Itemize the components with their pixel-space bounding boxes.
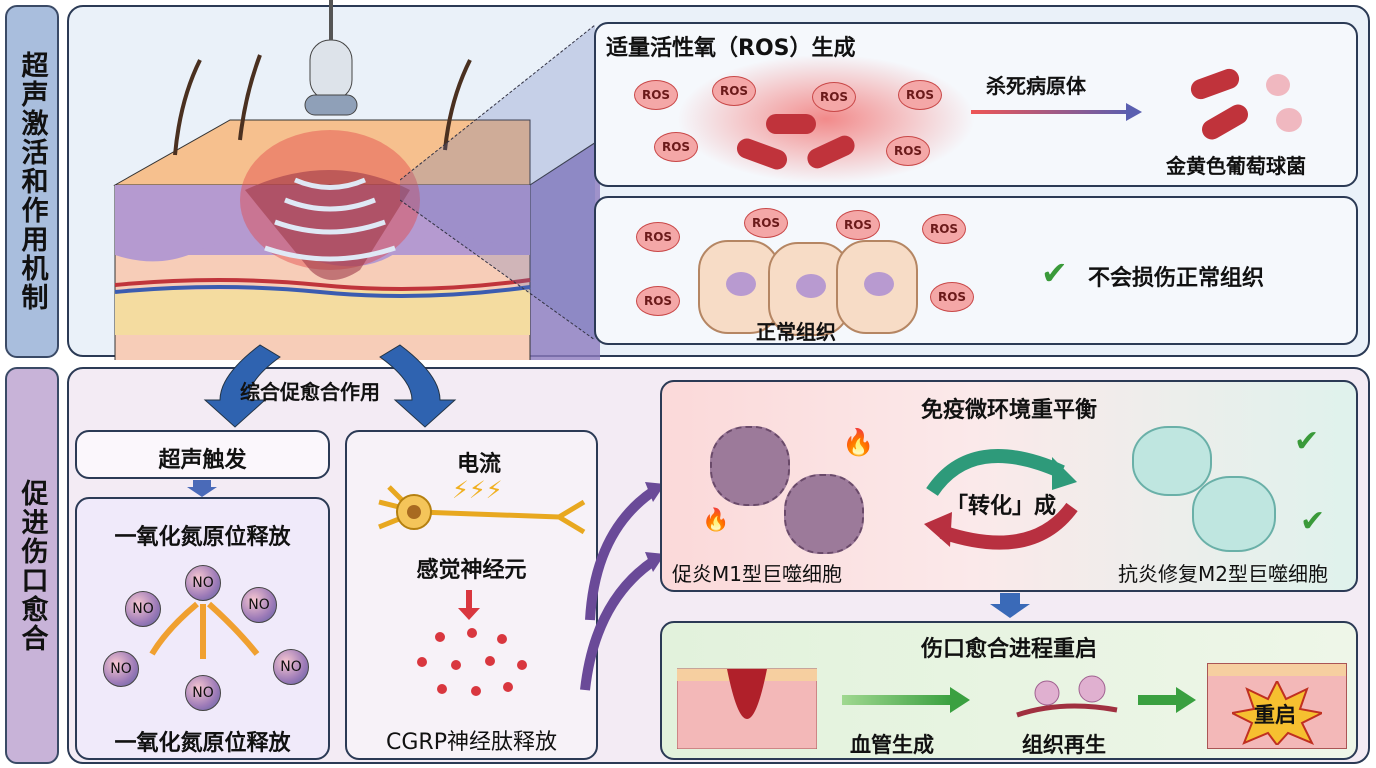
ros-bubble: ROS (812, 82, 856, 112)
regeneration-label: 组织再生 (1022, 733, 1106, 757)
side-label-mechanism: 超声激活和作用机制 (5, 5, 59, 358)
ros-bubble: ROS (886, 136, 930, 166)
ultrasound-trigger-box: 超声触发 (75, 430, 330, 479)
side-label-text: 促进伤口愈合 (16, 478, 48, 653)
ros-bubble: ROS (636, 286, 680, 316)
combined-effect-label: 综合促愈合作用 (240, 380, 380, 404)
bacterium-icon (1198, 100, 1252, 144)
m1-macrophage-icon (710, 426, 790, 506)
down-arrow-icon (466, 590, 472, 610)
m2-macrophage-icon (1192, 476, 1276, 552)
convert-label: 「转化」成 (946, 494, 1057, 519)
side-label-text: 超声激活和作用机制 (16, 51, 48, 312)
no-molecule: NO (185, 675, 221, 711)
check-icon: ✔ (1300, 504, 1326, 539)
flame-icon: 🔥 (702, 508, 730, 533)
angiogenesis-label: 血管生成 (850, 733, 934, 757)
neuron-label: 感觉神经元 (416, 558, 527, 583)
cgrp-dot (471, 686, 481, 696)
lightning-icon: ⚡⚡⚡ (452, 476, 503, 504)
lysed-bacterium-icon (1266, 74, 1290, 96)
ros-bubble: ROS (636, 222, 680, 252)
arrow-head-icon (1176, 687, 1196, 713)
down-arrow-icon (193, 480, 211, 488)
skin-ultrasound-illustration (113, 0, 600, 360)
combined-arrows (203, 344, 457, 428)
down-arrow-icon (1000, 593, 1020, 605)
nitric-oxide-title: 一氧化氮原位释放 (114, 525, 291, 550)
check-icon: ✔ (1041, 254, 1068, 292)
ros-bubble: ROS (712, 76, 756, 106)
cgrp-caption: CGRP神经肽释放 (386, 730, 557, 755)
no-molecule: NO (273, 649, 309, 685)
immune-rebalance-box: 免疫微环境重平衡 🔥 🔥 促炎M1型巨噬细胞 「转化」成 ✔ ✔ 抗炎修复M2型… (660, 380, 1358, 592)
nitric-oxide-box: 一氧化氮原位释放 NO NO NO NO NO NO 一氧化氮原位释放 (75, 497, 330, 760)
restart-label: 重启 (1254, 703, 1296, 727)
ros-bubble: ROS (930, 282, 974, 312)
nitric-oxide-caption: 一氧化氮原位释放 (114, 731, 291, 756)
ros-bubble: ROS (744, 208, 788, 238)
sensory-neuron-icon (378, 485, 586, 535)
cgrp-dot (451, 660, 461, 670)
kill-pathogen-label: 杀死病原体 (986, 74, 1086, 98)
cgrp-dot (503, 682, 513, 692)
cgrp-dot (437, 684, 447, 694)
restart-burst-icon (1232, 681, 1322, 745)
normal-cell (836, 240, 918, 334)
ros-bubble: ROS (634, 80, 678, 110)
nerve-box: 电流 ⚡⚡⚡ 感觉神经元 CGRP神经肽释放 (345, 430, 598, 760)
to-immune-arrows (580, 482, 665, 691)
wound-healing-box: 伤口愈合进程重启 血管生成 组织再生 重启 (660, 621, 1358, 760)
ros-bubble: ROS (654, 132, 698, 162)
check-icon: ✔ (1294, 424, 1320, 459)
arrow-head-icon (950, 687, 970, 713)
green-arrow (1138, 695, 1178, 705)
no-molecule: NO (103, 651, 139, 687)
green-arrow (842, 695, 952, 705)
cgrp-dot (467, 628, 477, 638)
ros-title: 适量活性氧（ROS）生成 (606, 36, 856, 61)
no-molecule: NO (185, 565, 221, 601)
cgrp-dot (497, 634, 507, 644)
ultrasound-trigger-label: 超声触发 (158, 448, 247, 473)
down-arrow-head (187, 487, 217, 497)
conversion-cycle-arrows (924, 449, 1078, 550)
normal-tissue-label: 正常组织 (756, 320, 836, 344)
down-arrow-head (458, 608, 480, 620)
lysed-bacterium-icon (1276, 108, 1302, 132)
m1-label: 促炎M1型巨噬细胞 (672, 562, 842, 586)
zoom-callout-lines (400, 24, 596, 341)
ros-bubble: ROS (836, 210, 880, 240)
normal-tissue-box: ROS ROS ROS ROS ROS ROS 正常组织 ✔ 不会损伤正常组织 (594, 196, 1358, 345)
immune-title: 免疫微环境重平衡 (920, 398, 1097, 423)
cgrp-dot (517, 660, 527, 670)
arrow-to-bacteria (971, 110, 1131, 114)
no-damage-label: 不会损伤正常组织 (1088, 266, 1265, 291)
ros-generation-box: 适量活性氧（ROS）生成 ROS ROS ROS ROS ROS ROS 杀死病… (594, 22, 1358, 187)
no-molecule: NO (125, 591, 161, 627)
cgrp-dot (417, 657, 427, 667)
cgrp-dot (485, 656, 495, 666)
bacterium-icon (1188, 66, 1242, 102)
normal-cell (698, 240, 780, 334)
m2-label: 抗炎修复M2型巨噬细胞 (1118, 562, 1328, 586)
ros-bubble: ROS (898, 80, 942, 110)
current-label: 电流 (457, 452, 502, 477)
release-arrows (149, 601, 260, 659)
cgrp-dot (435, 632, 445, 642)
side-label-healing: 促进伤口愈合 (5, 367, 59, 764)
wound-title: 伤口愈合进程重启 (920, 637, 1097, 662)
bacterium-icon (766, 114, 816, 134)
flame-icon: 🔥 (842, 428, 875, 458)
ros-bubble: ROS (922, 214, 966, 244)
tissue-regeneration-icon (1016, 675, 1118, 718)
wound-skin-icon (677, 668, 817, 749)
bacteria-label: 金黄色葡萄球菌 (1166, 154, 1306, 178)
m2-macrophage-icon (1132, 426, 1212, 496)
no-molecule: NO (241, 587, 277, 623)
arrow-head-icon (1126, 103, 1142, 121)
m1-macrophage-icon (784, 474, 864, 554)
down-arrow-head (990, 604, 1030, 618)
